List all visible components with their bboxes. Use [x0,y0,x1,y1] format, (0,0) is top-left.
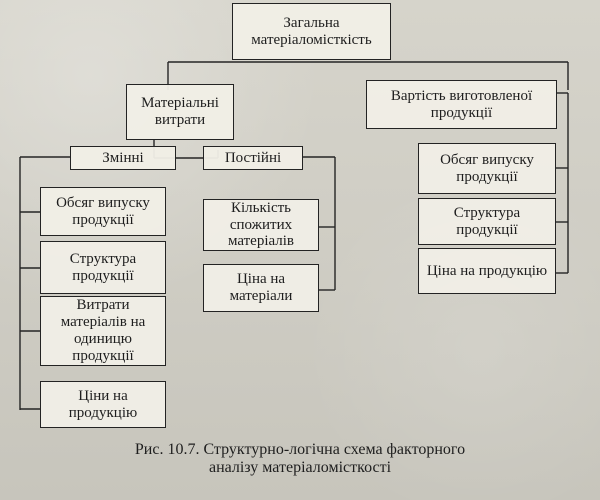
left-factor-3-box: Витрати матеріалів на одиницю продукції [40,296,166,366]
middle-factor-2-box: Ціна на матеріали [203,264,319,312]
output-value-box: Вартість виготовленої продукції [366,80,557,129]
overall-material-intensity-text: Загальна матеріаломісткість [251,14,372,48]
left-factor-2-text: Структура продукції [69,250,137,284]
middle-factor-1-box: Кількість спожитих матеріалів [203,199,319,251]
fixed-box: Постійні [203,146,303,170]
left-factor-4-text: Ціни на продукцію [68,387,138,421]
overall-material-intensity-box: Загальна матеріаломісткість [232,3,391,60]
left-factor-2-box: Структура продукції [40,241,166,294]
right-factor-3-box: Ціна на продукцію [418,248,556,294]
right-factor-3-text: Ціна на продукцію [426,262,548,279]
left-factor-1-text: Обсяг випуску продукції [56,194,150,228]
left-factor-3-text: Витрати матеріалів на одиницю продукції [60,297,146,364]
left-factor-1-box: Обсяг випуску продукції [40,187,166,236]
caption-line-1: Рис. 10.7. Структурно-логічна схема факт… [134,441,466,458]
variable-box: Змінні [70,146,176,170]
middle-factor-2-text: Ціна на матеріали [229,271,293,304]
right-factor-1-text: Обсяг випуску продукції [440,151,534,185]
material-costs-text: Матеріальні витрати [141,95,219,128]
variable-text: Змінні [102,149,144,166]
caption-line-2: аналізу матеріаломісткості [208,459,392,477]
figure-caption: Рис. 10.7. Структурно-логічна схема факт… [0,441,600,478]
right-factor-2-text: Структура продукції [453,204,521,238]
right-factor-1-box: Обсяг випуску продукції [418,143,556,194]
middle-factor-1-text: Кількість спожитих матеріалів [227,199,295,250]
output-value-text: Вартість виготовленої продукції [390,87,533,121]
fixed-text: Постійні [224,149,282,166]
right-factor-2-box: Структура продукції [418,198,556,245]
material-costs-box: Матеріальні витрати [126,84,234,140]
left-factor-4-box: Ціни на продукцію [40,381,166,428]
